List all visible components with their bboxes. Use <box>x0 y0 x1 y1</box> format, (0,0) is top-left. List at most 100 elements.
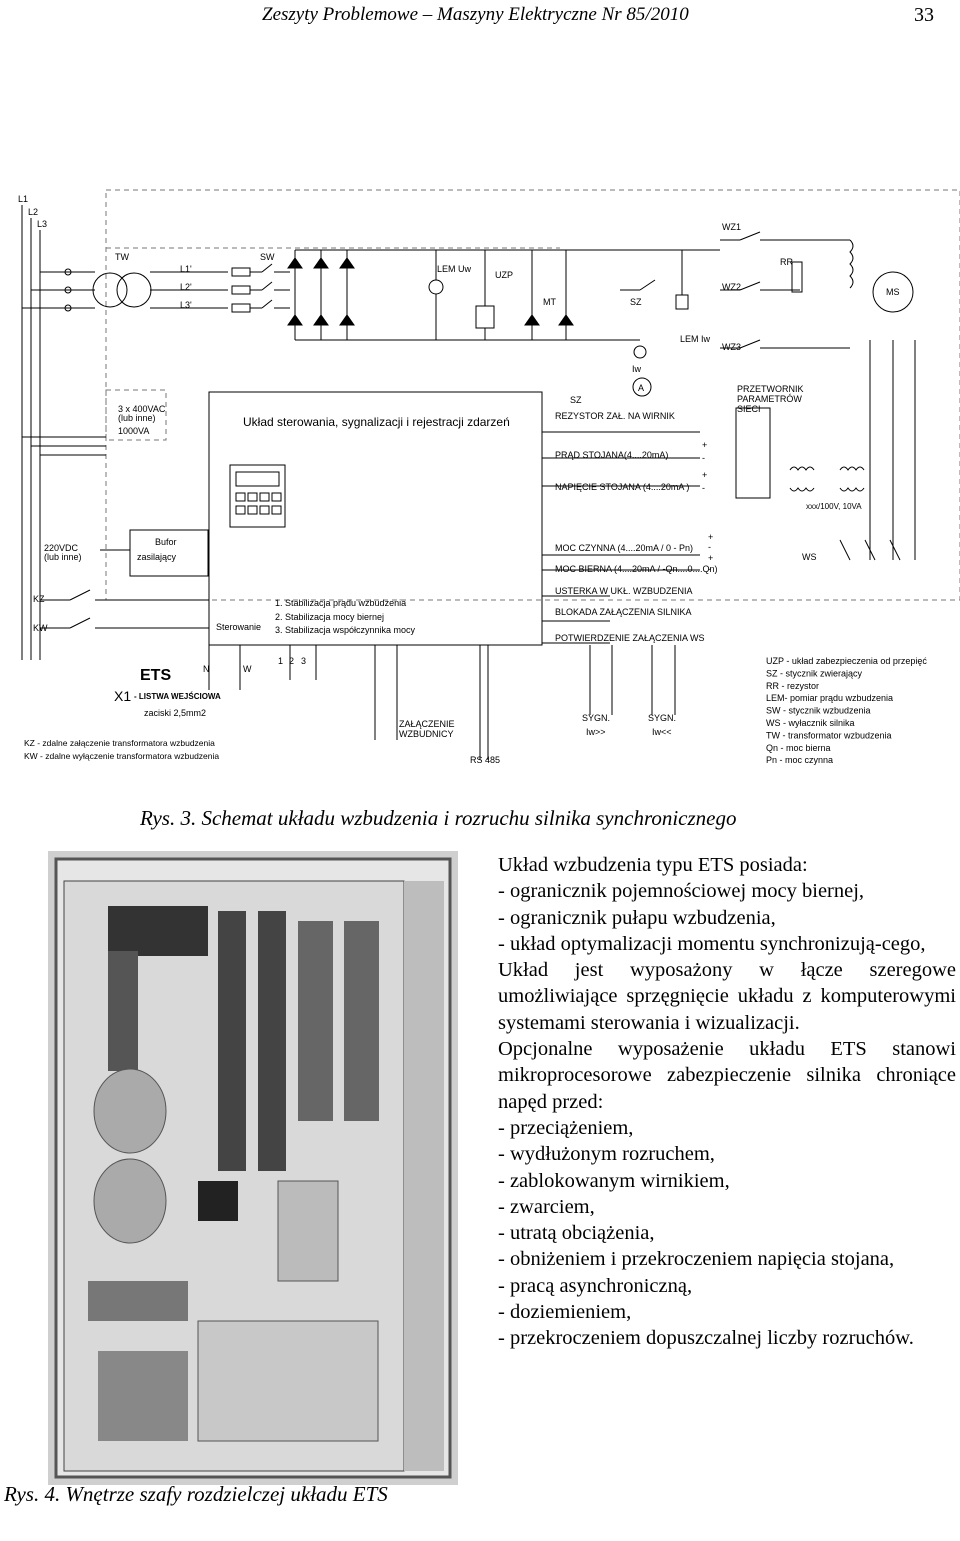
label-zaciski: zaciski 2,5mm2 <box>144 708 206 718</box>
legend-entry: UZP - układ zabezpieczenia od przepięć <box>766 656 927 666</box>
label-przetwornik-2: PARAMETRÓW <box>737 394 802 404</box>
label-moc-czynna: MOC CZYNNA (4....20mA / 0 - Pn) <box>555 543 693 553</box>
label-w: W <box>243 664 252 674</box>
list-item: - zablokowanym wirnikiem, <box>498 1169 730 1192</box>
label-potwierdzenie: POTWIERDZENIE ZAŁĄCZENIA WS <box>555 633 705 643</box>
list-item: - układ optymalizacji momentu synchroniz… <box>498 932 926 955</box>
label-minus-3: - <box>708 542 711 552</box>
label-wz3: WZ3 <box>722 342 741 352</box>
label-plus-3: + <box>708 532 713 542</box>
label-l1: L1 <box>18 194 28 204</box>
list-item: - ogranicznik pojemnościowej mocy bierne… <box>498 880 865 903</box>
label-wz1: WZ1 <box>722 222 741 232</box>
label-lem-uw: LEM Uw <box>437 264 472 274</box>
label-lem-iw: LEM Iw <box>680 334 711 344</box>
list-item: - ogranicznik pułapu wzbudzenia, <box>498 906 776 929</box>
label-l2p: L2' <box>180 282 192 292</box>
protection-intro-paragraph: Opcjonalne wyposażenie układu ETS stanow… <box>498 1038 956 1113</box>
label-stab-1: 1. Stabilizacja prądu wzbudzenia <box>275 598 406 608</box>
label-rezystor: REZYSTOR ZAŁ. NA WIRNIK <box>555 411 675 421</box>
list-item: - zwarciem, <box>498 1195 595 1218</box>
label-wz2: WZ2 <box>722 282 741 292</box>
label-moc-bierna: MOC BIERNA (4....20mA / -Qn....0....Qn) <box>555 564 718 574</box>
label-stab-3: 3. Stabilizacja współczynnika mocy <box>275 625 416 635</box>
label-blokada: BLOKADA ZAŁĄCZENIA SILNIKA <box>555 607 692 617</box>
label-ammeter: A <box>638 383 644 393</box>
label-plus-1: + <box>702 440 707 450</box>
label-ws: WS <box>802 552 817 562</box>
label-supply-2: (lub inne) <box>118 413 156 423</box>
label-zalaczenie-1: ZAŁĄCZENIE <box>399 719 455 729</box>
label-kw: KW <box>33 623 48 633</box>
label-sz: SZ <box>630 297 642 307</box>
label-supply-3: 1000VA <box>118 426 149 436</box>
legend-entry: Qn - moc bierna <box>766 743 831 753</box>
list-item: - obniżeniem i przekroczeniem napięcia s… <box>498 1248 895 1271</box>
label-sz-2: SZ <box>570 395 582 405</box>
intro-line: Układ wzbudzenia typu ETS posiada: <box>498 854 808 876</box>
list-item: - pracą asynchroniczną, <box>498 1274 693 1297</box>
label-vt: xxx/100V, 10VA <box>806 502 862 511</box>
label-l1p: L1' <box>180 264 192 274</box>
label-zalaczenie-2: WZBUDNICY <box>399 729 454 739</box>
list-item: - utratą obciążenia, <box>498 1222 655 1245</box>
label-t2: 2 <box>289 656 294 666</box>
label-l3p: L3' <box>180 300 192 310</box>
label-ets: ETS <box>140 667 171 684</box>
excitation-schematic: L1 L2 L3 TW L1' L2' L3' SW LEM Uw UZP MT… <box>18 189 960 765</box>
figure-3-caption: Rys. 3. Schemat układu wzbudzenia i rozr… <box>140 806 737 830</box>
label-iw-high: Iw>> <box>586 727 606 737</box>
page-number: 33 <box>914 4 934 26</box>
label-t1: 1 <box>278 656 283 666</box>
legend-entry: Pn - moc czynna <box>766 755 833 765</box>
label-minus-1: - <box>702 453 705 463</box>
label-iw: Iw <box>632 364 642 374</box>
list-item: - przeciążeniem, <box>498 1116 634 1139</box>
label-usterka: USTERKA W UKŁ. WZBUDZENIA <box>555 586 693 596</box>
label-plus-2: + <box>702 470 707 480</box>
label-iw-low: Iw<< <box>652 727 672 737</box>
label-dc-1: 220VDC <box>44 543 79 553</box>
journal-title: Zeszyty Problemowe – Maszyny Elektryczne… <box>262 4 689 25</box>
label-kz: KZ <box>33 594 45 604</box>
label-przetwornik-1: PRZETWORNIK <box>737 384 804 394</box>
body-text: Układ wzbudzenia typu ETS posiada: - ogr… <box>498 852 956 1352</box>
legend-entry: WS - wyłacznik silnika <box>766 718 855 728</box>
figure-4-caption: Rys. 4. Wnętrze szafy rozdzielczej układ… <box>4 1482 388 1506</box>
label-minus-2: - <box>702 483 705 493</box>
legend-entry: SZ - stycznik zwierający <box>766 668 863 678</box>
label-sygn-1: SYGN. <box>582 713 610 723</box>
legend-entry: SW - stycznik wzbudzenia <box>766 706 871 716</box>
legend-entry: TW - transformator wzbudzenia <box>766 730 892 740</box>
label-sygn-2: SYGN. <box>648 713 676 723</box>
list-item: - wydłużonym rozruchem, <box>498 1143 715 1166</box>
label-kz-desc: KZ - zdalne załączenie transformatora wz… <box>24 738 215 748</box>
protections-list: - przeciążeniem, - wydłużonym rozruchem, -… <box>498 1115 956 1352</box>
label-minus-4: - <box>708 564 711 574</box>
label-tw: TW <box>115 252 129 262</box>
label-bufor-2: zasilający <box>137 552 177 562</box>
label-plus-4: + <box>708 553 713 563</box>
label-uzp: UZP <box>495 270 513 280</box>
label-sterowanie: Sterowanie <box>216 622 261 632</box>
label-sw: SW <box>260 252 275 262</box>
serial-link-paragraph: Układ jest wyposażony w łącze szeregowe … <box>498 959 956 1034</box>
legend-entry: RR - rezystor <box>766 681 819 691</box>
label-stab-2: 2. Stabilizacja mocy biernej <box>275 612 384 622</box>
label-mt: MT <box>543 297 556 307</box>
list-item: - doziemieniem, <box>498 1301 632 1324</box>
label-control-unit: Układ sterowania, sygnalizacji i rejestr… <box>243 415 510 429</box>
label-t3: 3 <box>301 656 306 666</box>
label-rs485: RS 485 <box>470 755 500 765</box>
label-napiecie-stojana: NAPIĘCIE STOJANA (4....20mA ) <box>555 482 689 492</box>
label-supply-1: 3 x 400VAC <box>118 404 166 414</box>
label-dc-2: (lub inne) <box>44 552 82 562</box>
label-n: N <box>203 664 210 674</box>
features-list: - ogranicznik pojemnościowej mocy bierne… <box>498 878 956 957</box>
cabinet-photo <box>48 851 458 1485</box>
label-listwa: - LISTWA WEJŚCIOWA <box>134 692 221 701</box>
label-ms: MS <box>886 287 900 297</box>
label-l3: L3 <box>37 219 47 229</box>
schematic-legend: UZP - układ zabezpieczenia od przepięćSZ… <box>766 656 927 765</box>
label-rr: RR <box>780 257 793 267</box>
